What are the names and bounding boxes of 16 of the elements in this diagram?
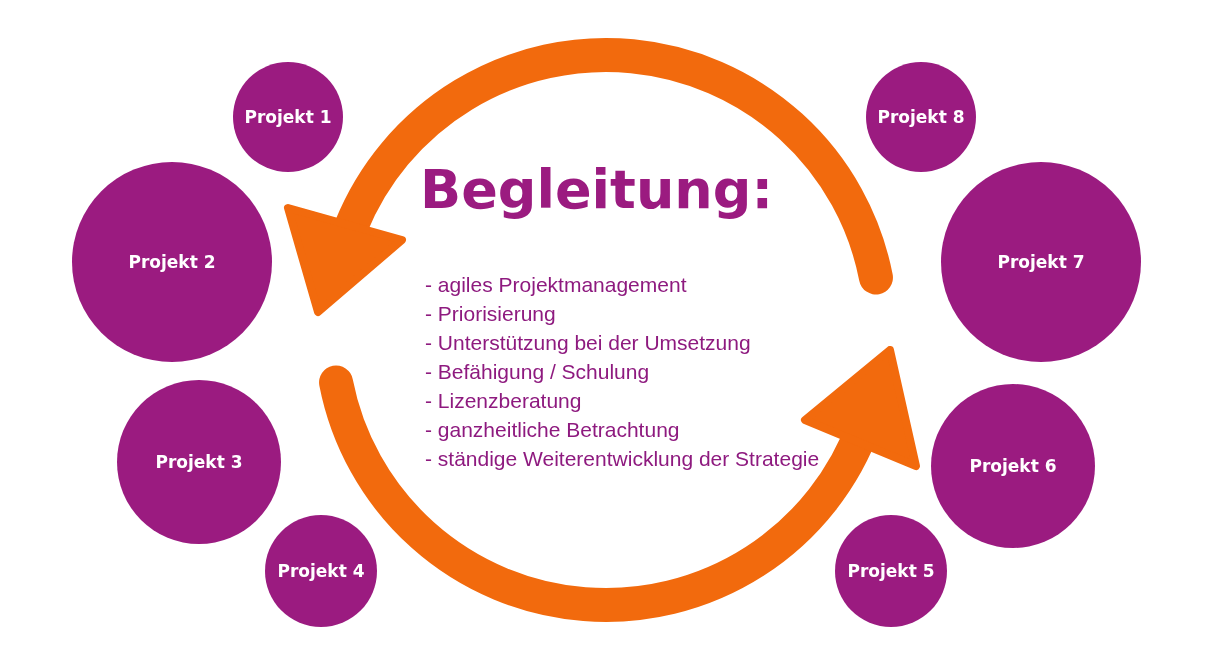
list-item: - Unterstützung bei der Umsetzung <box>425 330 752 356</box>
project-label: Projekt 2 <box>128 252 216 272</box>
project-label: Projekt 1 <box>244 107 332 127</box>
project-label: Projekt 3 <box>155 452 243 472</box>
title: Begleitung: <box>420 158 774 221</box>
project-label: Projekt 7 <box>997 252 1085 272</box>
project-label: Projekt 4 <box>277 561 365 581</box>
list-item: - ganzheitliche Betrachtung <box>425 417 681 443</box>
list-item: - ständige Weiterentwicklung der Strategie <box>425 446 821 472</box>
project-label: Projekt 8 <box>877 107 965 127</box>
project-label: Projekt 5 <box>847 561 935 581</box>
list-item: - Lizenzberatung <box>425 388 583 414</box>
list-item: - agiles Projektmanagement <box>425 272 688 298</box>
list-item: - Priorisierung <box>425 301 557 327</box>
list-item: - Befähigung / Schulung <box>425 359 651 385</box>
project-label: Projekt 6 <box>969 456 1057 476</box>
